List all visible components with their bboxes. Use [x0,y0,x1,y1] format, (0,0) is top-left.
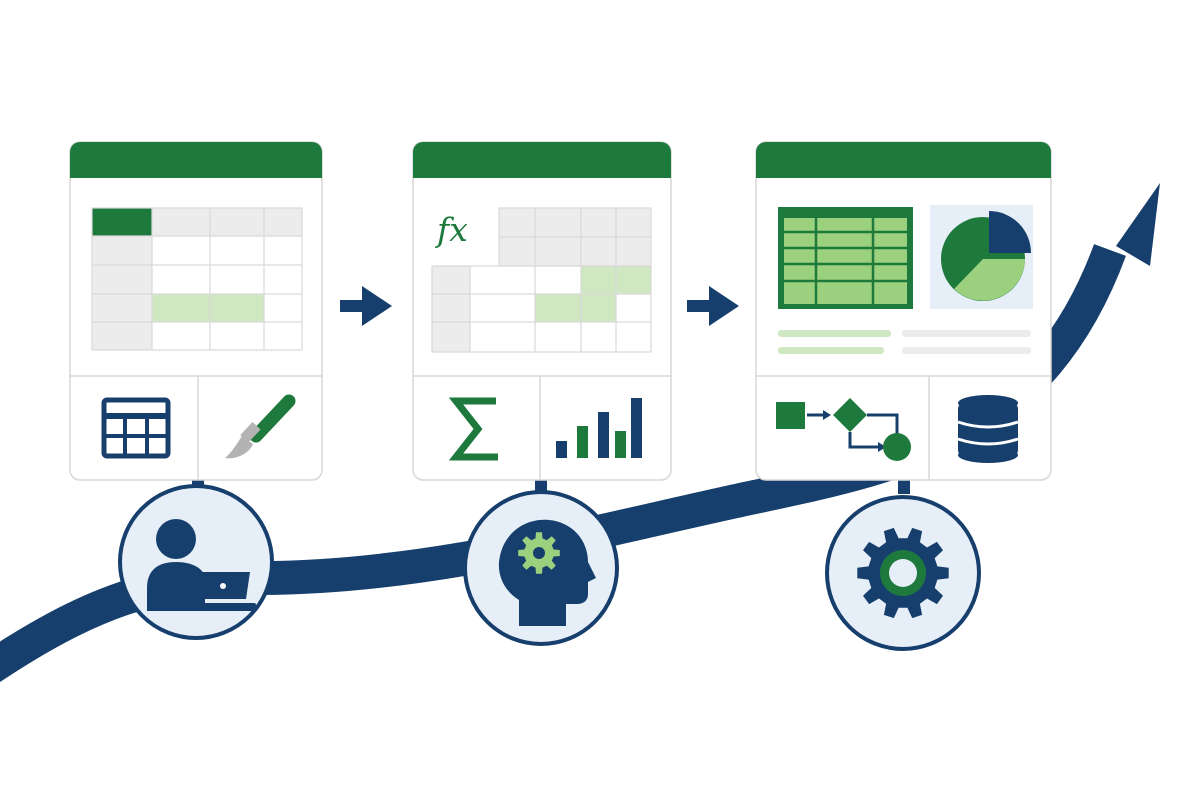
stage-2-card: fx [412,141,672,481]
gear-icon [518,532,560,574]
bar-chart-icon [556,398,642,458]
spreadsheet-grid [431,207,652,353]
gear-hole [889,559,917,587]
database-icon [957,395,1019,463]
table-grid-icon [101,397,171,459]
card-header-bar [756,142,1051,178]
card-header-bar [70,142,322,178]
green-table-thumbnail [778,207,913,309]
card-header-bar [413,142,671,178]
connector-stem [898,480,910,494]
gear-icon [857,527,949,619]
gear-hole [533,547,545,559]
spreadsheet-grid [91,207,303,351]
step-3-circle [825,495,981,651]
user-laptop-icon [147,519,256,611]
growth-arrowhead [1116,183,1160,266]
selected-cell [92,208,152,236]
paintbrush-icon [225,394,296,459]
highlighted-range [152,294,264,322]
workflow-icon [776,398,911,461]
stage-3-card [755,141,1052,481]
formula-fx-label: fx [434,210,468,249]
text-lines [778,330,1031,354]
head-gear-icon [498,519,596,626]
pie-chart-thumbnail [930,205,1033,309]
stage-1-card [69,141,323,481]
step-2-circle [463,490,619,646]
right-arrow-icon [687,286,739,326]
sigma-sum-icon [448,397,498,461]
highlighted-range [535,294,616,322]
right-arrow-icon [340,286,392,326]
step-1-circle [118,484,274,640]
